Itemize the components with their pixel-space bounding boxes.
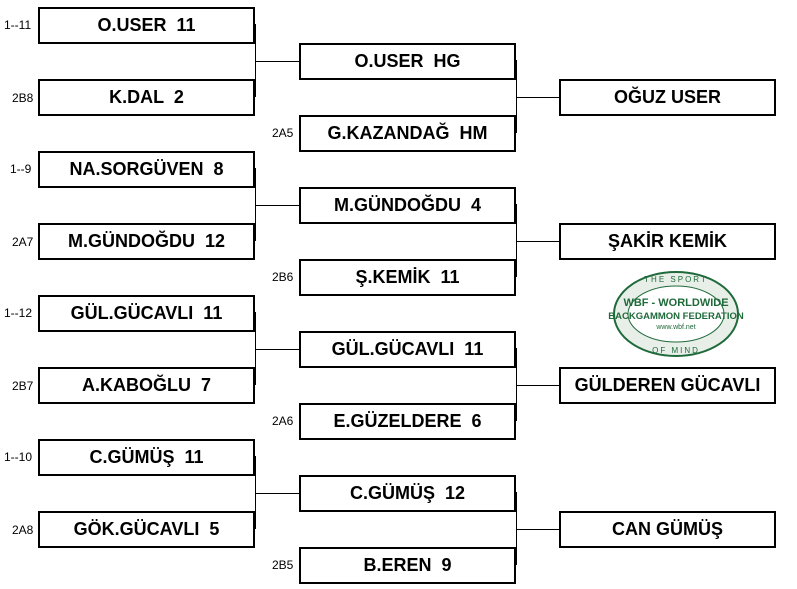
seed-label: 2A5 [272, 126, 294, 140]
bracket-connector [516, 492, 517, 565]
seed-label: 2B7 [12, 379, 34, 393]
round1-player-box: NA.SORGÜVEN 8 [38, 151, 255, 188]
seed-label: 2B6 [272, 270, 294, 284]
seed-label: 1--11 [4, 18, 32, 32]
round2-player-box: O.USER HG [299, 43, 516, 80]
round1-player-box: K.DAL 2 [38, 79, 255, 116]
seed-label: 2A8 [12, 523, 34, 537]
group-winner-box: OĞUZ USER [559, 79, 776, 116]
round1-player-box: GÜL.GÜCAVLI 11 [38, 295, 255, 332]
group-winner-box: CAN GÜMÜŞ [559, 511, 776, 548]
logo-top-text: THE SPORT [644, 275, 708, 284]
seed-label: 2B5 [272, 558, 294, 572]
round2-player-box: C.GÜMÜŞ 12 [299, 475, 516, 512]
group-winner-box: GÜLDEREN GÜCAVLI [559, 367, 776, 404]
bracket-connector [516, 348, 517, 421]
seed-label: 2B8 [12, 91, 34, 105]
seed-label: 1--12 [4, 306, 33, 320]
bracket-connector [255, 312, 256, 385]
round2-player-box: Ş.KEMİK 11 [299, 259, 516, 296]
logo-line2: BACKGAMMON FEDERATION [608, 311, 744, 322]
bracket-connector [516, 97, 559, 98]
bracket-connector [255, 205, 299, 206]
bracket-connector [255, 493, 299, 494]
bracket-connector [516, 241, 559, 242]
round2-player-box: E.GÜZELDERE 6 [299, 403, 516, 440]
bracket-connector [255, 349, 299, 350]
seed-label: 1--10 [4, 450, 33, 464]
seed-label: 2A6 [272, 414, 294, 428]
bracket-connector [516, 204, 517, 277]
round1-player-box: C.GÜMÜŞ 11 [38, 439, 255, 476]
bracket-connector [255, 456, 256, 529]
logo-bottom-text: OF MIND [652, 346, 700, 355]
bracket-connector [516, 60, 517, 133]
round2-player-box: GÜL.GÜCAVLI 11 [299, 331, 516, 368]
group-winner-box: ŞAKİR KEMİK [559, 223, 776, 260]
bracket-connector [255, 61, 299, 62]
bracket-connector [255, 168, 256, 241]
round1-player-box: GÖK.GÜCAVLI 5 [38, 511, 255, 548]
logo-line1: WBF - WORLDWIDE [623, 297, 728, 309]
wbf-logo: THE SPORT WBF - WORLDWIDE BACKGAMMON FED… [608, 271, 744, 357]
round1-player-box: A.KABOĞLU 7 [38, 367, 255, 404]
seed-label: 2A7 [12, 235, 34, 249]
bracket-connector [255, 24, 256, 97]
round1-player-box: O.USER 11 [38, 7, 255, 44]
round2-player-box: B.EREN 9 [299, 547, 516, 584]
round2-player-box: M.GÜNDOĞDU 4 [299, 187, 516, 224]
seed-label: 1--9 [10, 162, 32, 176]
round2-player-box: G.KAZANDAĞ HM [299, 115, 516, 152]
logo-url: www.wbf.net [655, 324, 695, 331]
logo-inner-ring [627, 285, 725, 343]
bracket-connector [516, 385, 559, 386]
round1-player-box: M.GÜNDOĞDU 12 [38, 223, 255, 260]
bracket-connector [516, 529, 559, 530]
